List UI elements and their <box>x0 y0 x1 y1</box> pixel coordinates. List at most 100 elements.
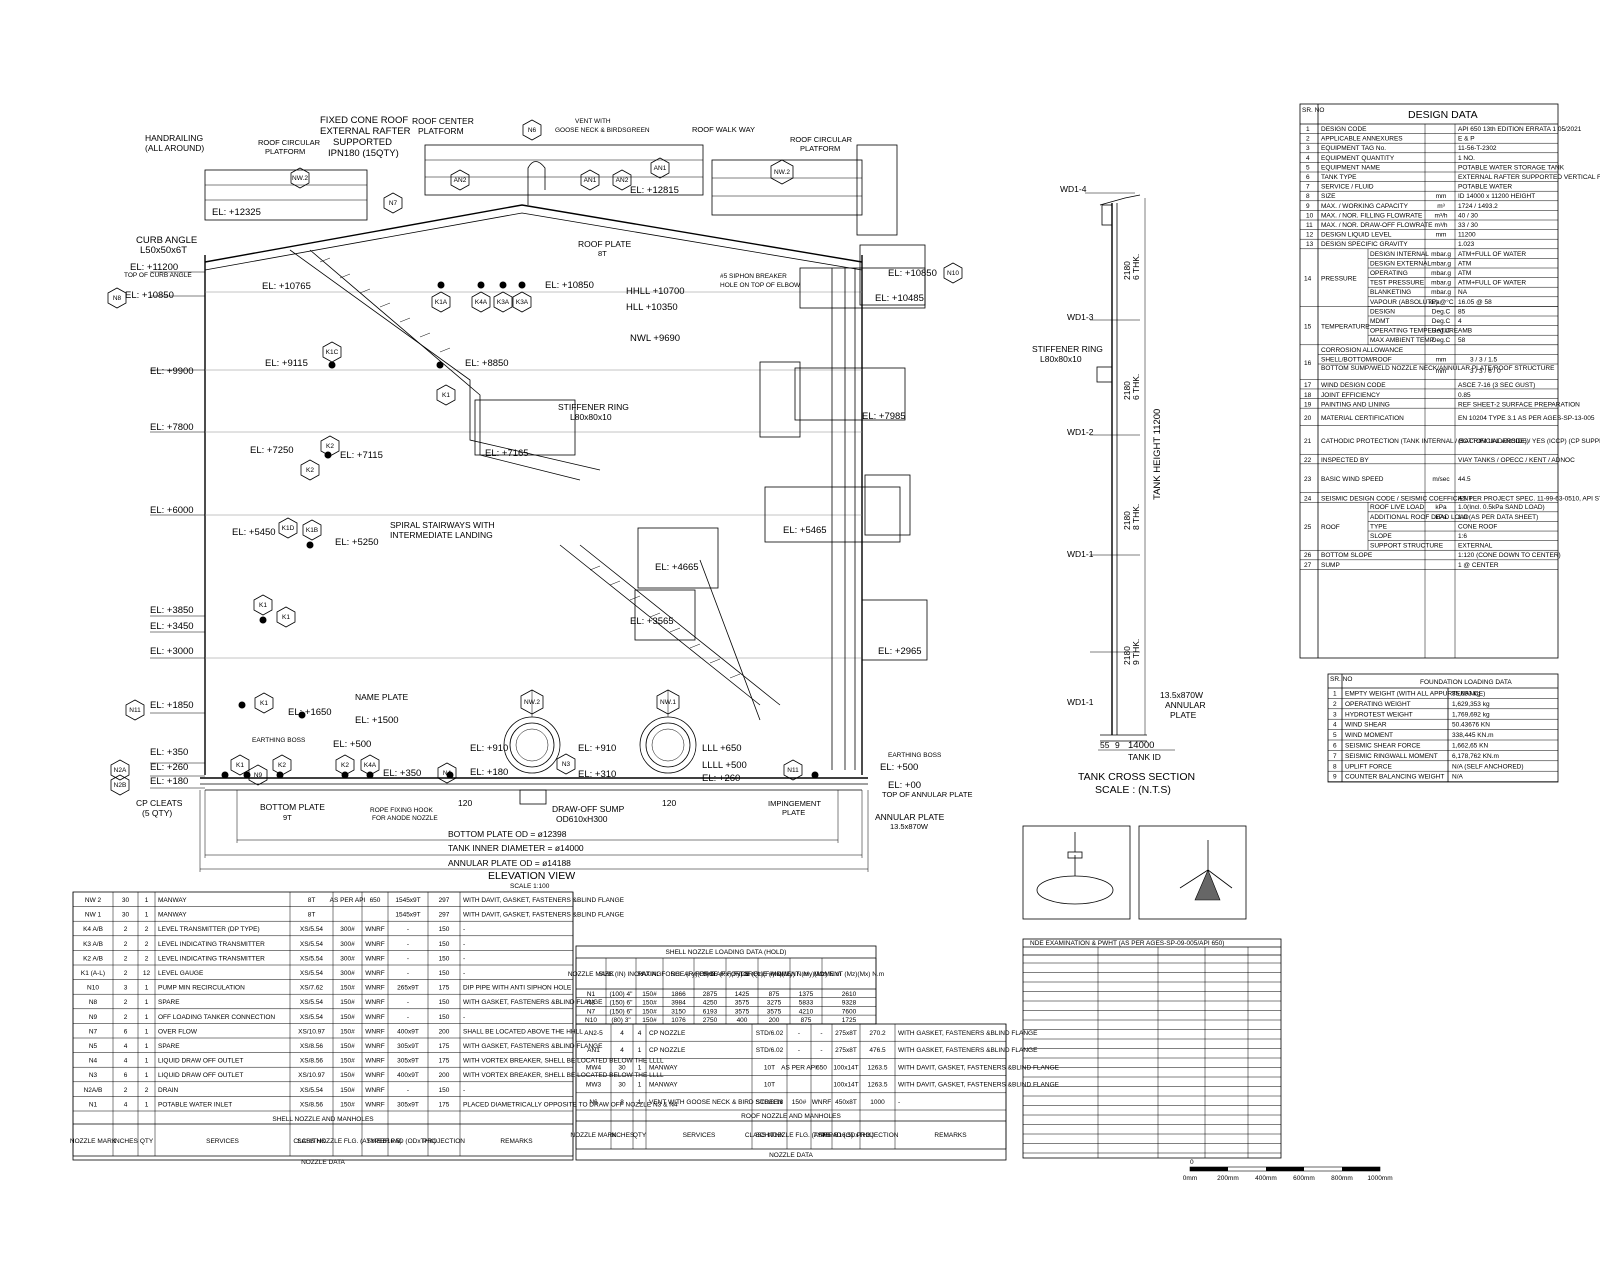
design-row-no: 8 <box>1306 193 1310 200</box>
shell-cell-cls: 150# <box>340 1101 355 1108</box>
shell-cell-proj: 175 <box>439 1058 450 1065</box>
foundation-value: 6,178,762 KN.m <box>1452 753 1499 760</box>
foundation-value: N/A (SELF ANCHORED) <box>1452 763 1524 770</box>
shell-cell-proj: 175 <box>439 1101 450 1108</box>
roof-table-subtitle: NOZZLE DATA <box>769 1152 813 1159</box>
design-row-no: 3 <box>1306 145 1310 152</box>
loading-header: SIZE (IN) INCH <box>599 971 644 978</box>
el-label: EL: +10485 <box>875 293 924 304</box>
shell-header: CLASS NOZZLE FLG. (ASME B16.5) <box>293 1138 401 1145</box>
roof-group-label: ROOF <box>1321 524 1340 531</box>
shell-cell-inch: 2 <box>124 926 128 933</box>
scale-tick: 0mm <box>1183 1175 1197 1182</box>
nozzle-tag: N2B <box>114 782 127 789</box>
roof-cell-qty: 1 <box>638 1064 642 1071</box>
nozzle-tag: NW.2 <box>774 169 790 176</box>
shell-cell-proj: 200 <box>439 1072 450 1079</box>
el-label: EL: +6000 <box>150 505 194 516</box>
design-row-label: WIND DESIGN CODE <box>1321 382 1386 389</box>
loading-cell-a: 1076 <box>671 1017 686 1024</box>
label-annular-plate: ANNULAR PLATE <box>875 812 945 822</box>
shell-cell-mark: N9 <box>89 1014 98 1021</box>
pressure-label: DESIGN EXTERNAL <box>1370 260 1431 267</box>
roof-header: INCHES <box>610 1132 635 1139</box>
shell-cell-rem: - <box>463 1014 465 1021</box>
loading-cell-mark: N10 <box>585 1017 597 1024</box>
design-row-no: 10 <box>1306 212 1314 219</box>
shell-cell-pad: - <box>407 1014 409 1021</box>
shell-cell-svc: SPARE <box>158 1043 180 1050</box>
foundation-value: N/A <box>1452 774 1464 781</box>
el-label: EL: +260 <box>150 762 188 773</box>
shell-cell-svc: LEVEL TRANSMITTER (DP TYPE) <box>158 926 260 933</box>
roof-value: 1.0 (AS PER DATA SHEET) <box>1458 514 1538 521</box>
roof-cell-svc: VENT WITH GOOSE NECK & BIRD SCREEN <box>649 1099 783 1106</box>
shell-cell-qty: 1 <box>145 1058 149 1065</box>
design-row-unit: m³ <box>1437 203 1445 210</box>
pressure-value: ATM+FULL OF WATER <box>1458 280 1526 287</box>
roof-cell-sch: 10T <box>764 1064 775 1071</box>
shell-cell-pad: - <box>407 941 409 948</box>
shell-cell-svc: OFF LOADING TANKER CONNECTION <box>158 1014 275 1021</box>
shell-cell-qty: 2 <box>145 926 149 933</box>
shell-cell-cls: 300# <box>340 941 355 948</box>
roof-cell-qty: 1 <box>638 1047 642 1054</box>
design-row-label: INSPECTED BY <box>1321 457 1369 464</box>
label-roof-plate: ROOF PLATE <box>578 239 632 249</box>
roof-cell-qty: 1 <box>638 1082 642 1089</box>
shell-cell-qty: 1 <box>145 897 149 904</box>
pressure-value: 16.05 @ 58 <box>1458 299 1492 306</box>
nozzle-tag: NW.2 <box>292 175 308 182</box>
label-stiffener-size: L80x80x10 <box>570 412 612 422</box>
pressure-unit: mbar.g <box>1431 289 1451 296</box>
shell-cell-qty: 12 <box>143 970 151 977</box>
shell-cell-inch: 4 <box>124 1043 128 1050</box>
shell-cell-qty: 1 <box>145 1072 149 1079</box>
label-platform: PLATFORM <box>418 126 464 136</box>
roof-value: 1.0(Incl. 0.5kPa SAND LOAD) <box>1458 504 1545 511</box>
roof-header: CLASS NOZZLE FLG. (ASME B16.5) <box>745 1132 853 1139</box>
roof-cell-pad: 450x8T <box>835 1099 857 1106</box>
shell-cell-cls: 150# <box>340 1087 355 1094</box>
label-cs-annular: 13.5x870W <box>1160 690 1203 700</box>
design-row-no: 23 <box>1304 476 1312 483</box>
foundation-value: 338,445 KN.m <box>1452 732 1494 739</box>
roof-cell-mark: AN1 <box>587 1047 600 1054</box>
label-rope-fixing: ROPE FIXING HOOK <box>370 807 434 814</box>
shell-header: REMARKS <box>500 1138 533 1145</box>
shell-cell-type: WNRF <box>365 955 385 962</box>
shell-cell-pad: - <box>407 1087 409 1094</box>
design-row-no: 22 <box>1304 457 1312 464</box>
design-row-value: ID 14000 x 11200 HEIGHT <box>1458 193 1535 200</box>
shell-cell-mark: NW 2 <box>85 897 102 904</box>
cross-section-scale: SCALE : (N.T.S) <box>1095 784 1171 796</box>
design-row-no: 11 <box>1306 222 1313 229</box>
roof-cell-cls: 150# <box>792 1099 807 1106</box>
nozzle-tag: N8 <box>113 295 122 302</box>
shell-cell-type: 650 <box>370 897 381 904</box>
pressure-label: VAPOUR (ABSOLUTE) <box>1370 299 1438 306</box>
corrosion-unit: mm <box>1436 356 1447 363</box>
pressure-value: ATM <box>1458 260 1471 267</box>
shell-cell-sch: XS/5.54 <box>300 1087 324 1094</box>
el-label: EL: +5250 <box>335 537 379 548</box>
loading-cell-m2: 7600 <box>842 1008 857 1015</box>
loading-cell-t: 3575 <box>767 1008 782 1015</box>
el-label: EL: +7800 <box>150 422 194 433</box>
roof-cell-rem: WITH DAVIT, GASKET, FASTENERS &BLIND FLA… <box>898 1064 1060 1071</box>
shell-cell-rem: WITH GASKET, FASTENERS &BLIND FLANGE <box>463 999 603 1006</box>
shell-cell-type: WNRF <box>365 1087 385 1094</box>
roof-cell-proj: 1263.5 <box>868 1082 888 1089</box>
nozzle-tag: N10 <box>947 270 959 277</box>
shell-cell-pad: 305x9T <box>397 1058 419 1065</box>
design-row-value: 33 / 30 <box>1458 222 1478 229</box>
label-stiffener: STIFFENER RING <box>558 402 629 412</box>
design-row-label: PAINTING AND LINING <box>1321 401 1390 408</box>
el-label: EL: +3000 <box>150 646 194 657</box>
loading-cell-a: 1866 <box>671 991 686 998</box>
roof-label: SLOPE <box>1370 533 1392 540</box>
label-wd2: WD1-2 <box>1067 427 1094 437</box>
design-row-value: ASCE 7-16 (3 SEC GUST) <box>1458 382 1535 389</box>
el-label: EL: +7250 <box>250 445 294 456</box>
